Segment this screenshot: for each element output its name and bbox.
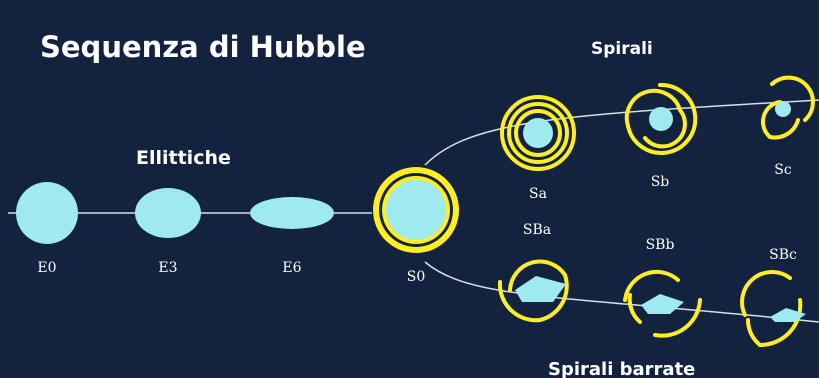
label-e6: E6	[282, 260, 301, 276]
galaxy-sa-shape	[500, 95, 576, 171]
group-label-barred-spiral: Spirali barrate	[548, 359, 695, 378]
barred-branch-line	[424, 261, 819, 323]
label-sc: Sc	[774, 162, 792, 178]
label-sbb: SBb	[646, 237, 675, 253]
galaxy-sba-shape	[497, 259, 569, 323]
label-s0: S0	[407, 269, 426, 285]
galaxy-e3-shape	[135, 188, 201, 238]
group-label-spiral: Spirali	[591, 39, 653, 59]
page-title: Sequenza di Hubble	[40, 30, 366, 64]
galaxy-sbc-shape	[740, 270, 806, 348]
galaxy-s0-shape	[373, 167, 459, 253]
galaxy-sc-shape	[760, 75, 815, 140]
galaxy-sb-shape	[624, 82, 698, 155]
label-e3: E3	[158, 260, 177, 276]
galaxy-e0-shape	[16, 182, 78, 244]
galaxy-e6-shape	[250, 197, 334, 229]
label-sa: Sa	[529, 186, 547, 202]
label-sbc: SBc	[769, 247, 797, 263]
label-e0: E0	[37, 260, 56, 276]
galaxy-sbb-shape	[623, 269, 702, 338]
group-label-elliptical: Ellittiche	[136, 147, 231, 169]
label-sb: Sb	[651, 174, 670, 190]
label-sba: SBa	[523, 222, 551, 238]
spiral-branch-line	[424, 99, 819, 166]
